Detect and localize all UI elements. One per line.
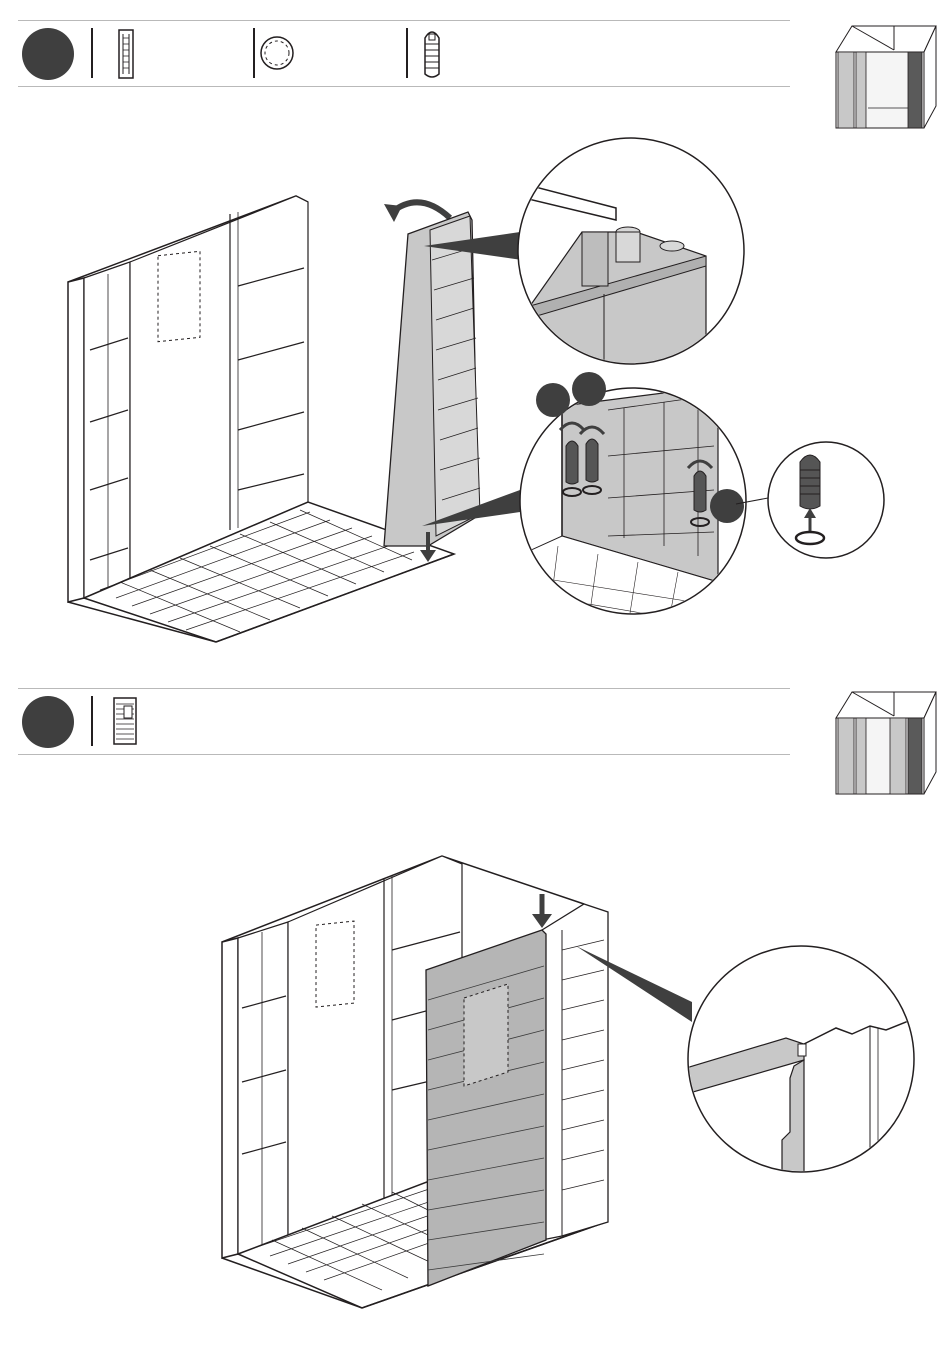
step1-separator-2 <box>253 28 255 78</box>
panel-top-join-detail <box>516 136 746 366</box>
step2-header-top-rule <box>18 688 790 689</box>
step1-header-bottom-rule <box>18 86 790 87</box>
pin-rotate-detail <box>766 440 886 560</box>
step2-separator <box>91 696 93 746</box>
step1-separator-3 <box>406 28 408 78</box>
step1-header-top-rule <box>18 20 790 21</box>
step1-number-badge <box>22 28 74 80</box>
shed-progress-thumbnail-door-icon <box>832 688 940 800</box>
shed-progress-thumbnail-icon <box>832 22 940 134</box>
door-top-join-detail <box>686 944 916 1174</box>
step2-header-bottom-rule <box>18 754 790 755</box>
locking-pin-icon <box>420 26 444 82</box>
door-panel-insert-illustration <box>212 850 632 1320</box>
substep-b-badge <box>572 372 606 406</box>
door-panel-part-icon <box>110 696 140 748</box>
wall-panel-attach-illustration <box>60 190 480 650</box>
ring-washer-icon <box>258 34 296 72</box>
step1-separator <box>91 28 93 78</box>
wall-connector-strip-icon <box>112 28 140 80</box>
step2-number-badge <box>22 696 74 748</box>
callout-connector-line <box>736 496 770 508</box>
substep-a-badge <box>536 383 570 417</box>
